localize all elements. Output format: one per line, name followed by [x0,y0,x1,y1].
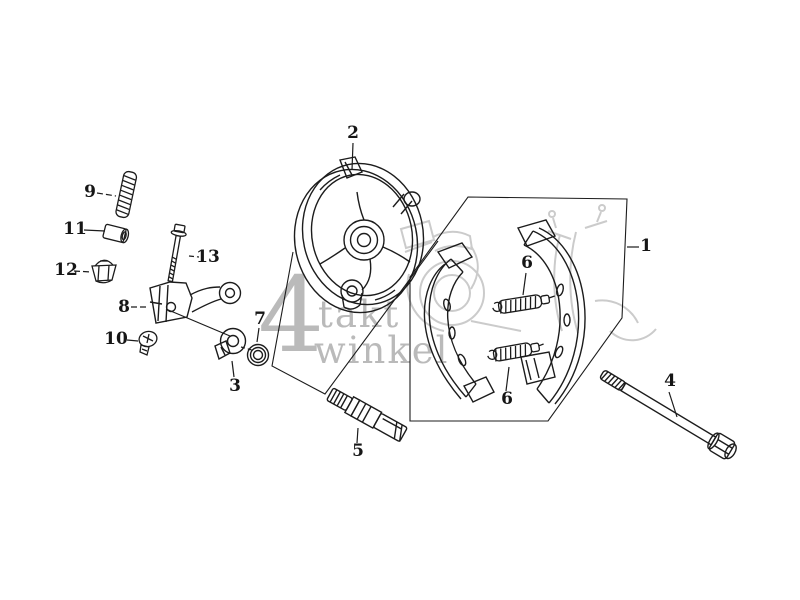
arm-bolt [138,330,158,356]
brake-panel-drawing [293,156,425,314]
callout-3: 3 [229,376,241,396]
callout-5: 5 [352,441,364,461]
shoe-spring-upper [492,294,555,314]
callout-13: 13 [196,247,220,267]
callout-12: 12 [54,260,78,280]
callout-6-lower: 6 [501,389,513,409]
brake-cam-shaft [326,387,408,442]
callout-8: 8 [118,297,130,317]
arm-pinch-bolt [167,223,187,283]
shoe-group-outline [409,196,628,422]
shoe-spring-lower [487,342,544,362]
callout-10: 10 [104,329,128,349]
callout-11: 11 [63,219,87,239]
callout-7: 7 [254,309,266,329]
callout-6-upper: 6 [521,253,533,273]
leader-lines [73,142,678,444]
brake-arm [149,281,242,324]
cam-washer [246,343,270,367]
watermark-word-bottom: winkel [314,329,450,372]
brake-shoe-right [516,219,586,405]
panel-group-outline [271,240,439,395]
callout-4: 4 [664,371,676,391]
callout-1: 1 [640,236,652,256]
brake-shoe-left [423,242,495,403]
joint-pin [102,223,130,244]
adjuster-spring [115,170,138,219]
adjuster-nut [91,259,117,284]
axle-bolt [599,370,737,460]
group-outlines [271,196,628,422]
wear-indicator-plate [214,327,247,361]
watermark-numeral: 4 [258,254,325,376]
callout-2: 2 [347,123,359,143]
callout-9: 9 [84,182,96,202]
